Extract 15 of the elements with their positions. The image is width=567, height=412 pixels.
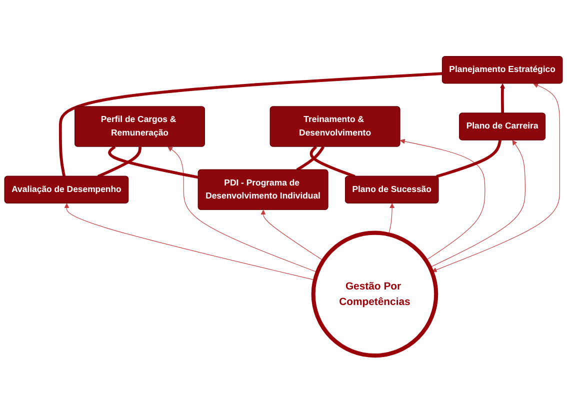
connector bbox=[436, 140, 502, 178]
arrow bbox=[500, 83, 506, 114]
connector bbox=[310, 146, 356, 178]
connector bbox=[296, 146, 325, 172]
node-circle: Gestão Por Competências bbox=[311, 230, 438, 358]
arrow bbox=[432, 83, 560, 272]
arrow bbox=[64, 203, 316, 280]
connector bbox=[108, 146, 199, 179]
connector bbox=[97, 146, 142, 178]
arrow bbox=[388, 203, 395, 235]
arrow bbox=[430, 140, 526, 268]
arrow bbox=[168, 146, 318, 273]
connector bbox=[58, 72, 443, 177]
arrow bbox=[400, 138, 486, 261]
arrow bbox=[260, 210, 324, 261]
